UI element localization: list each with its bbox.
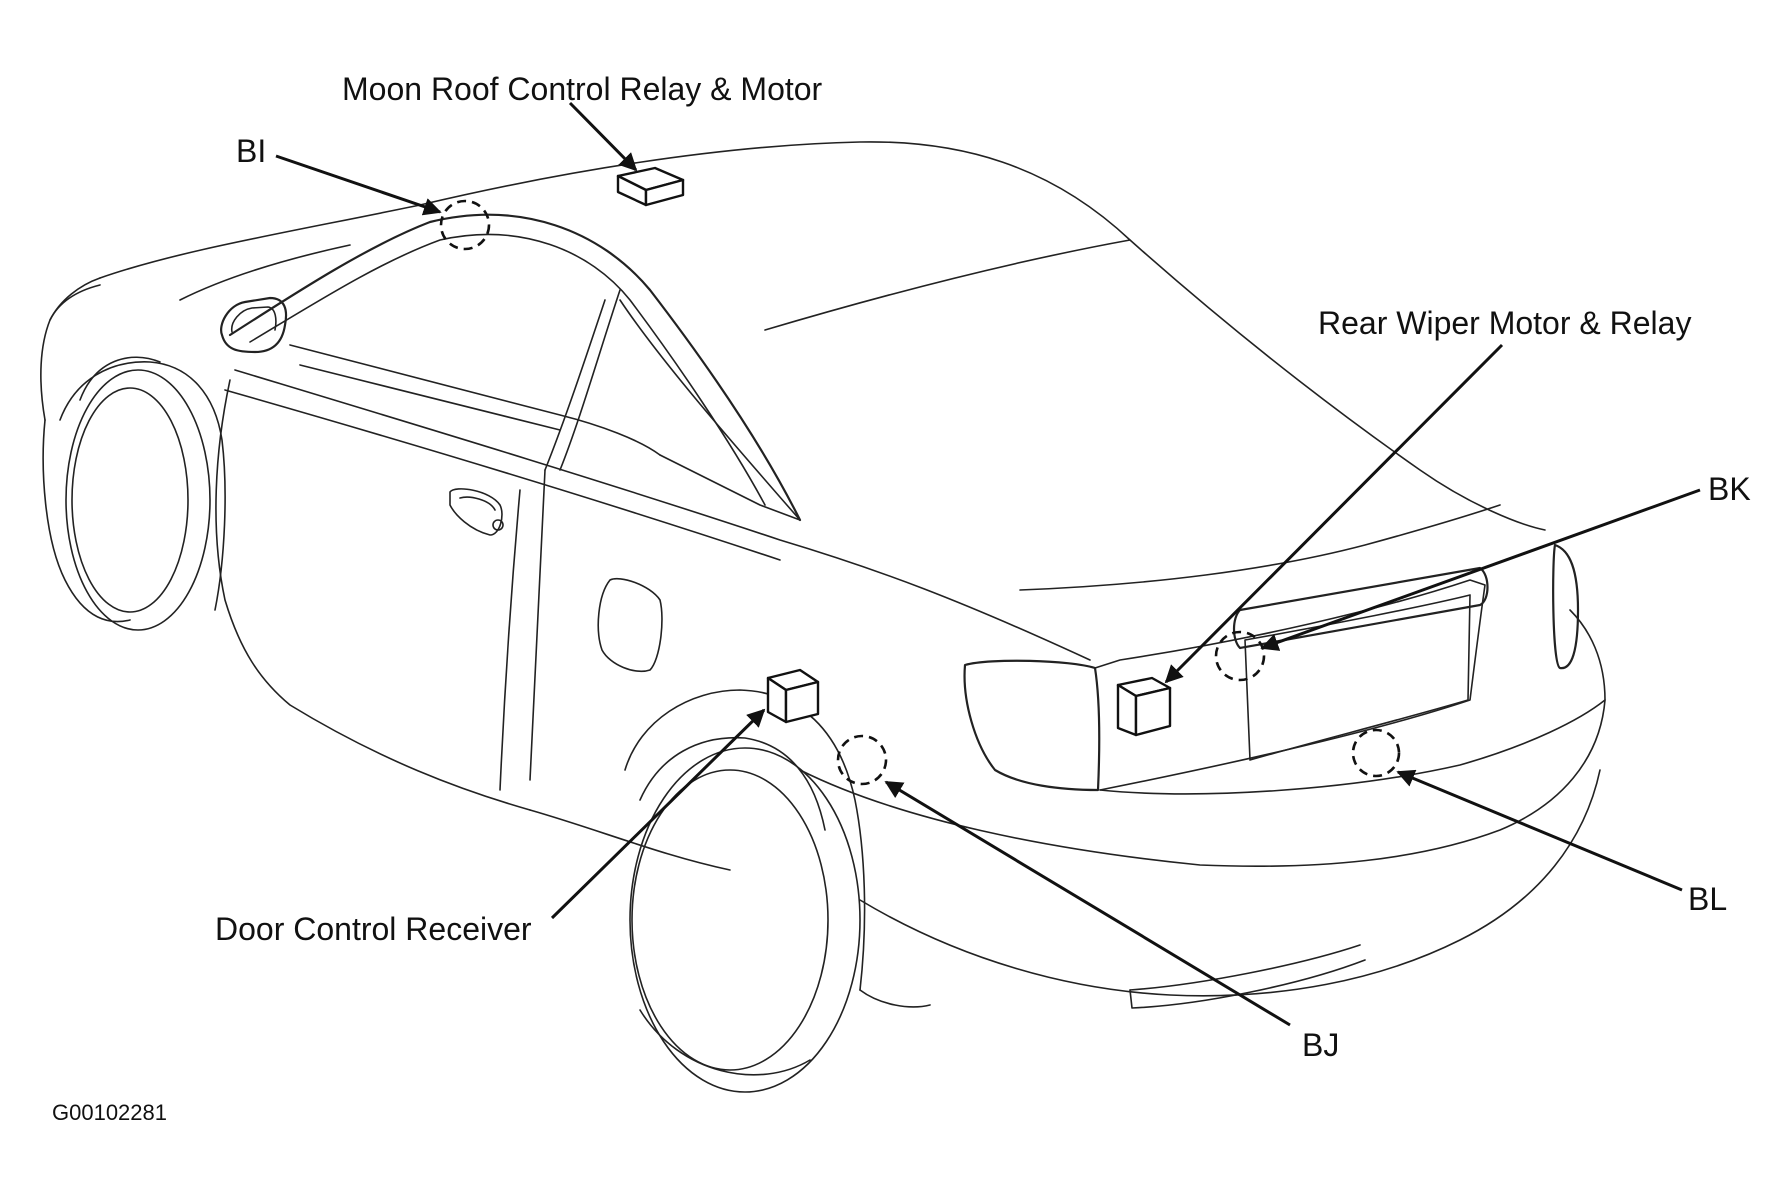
bl-leader [1396,769,1683,892]
label-rear-wiper: Rear Wiper Motor & Relay [1318,305,1691,341]
connector-bl-circle [1351,728,1401,778]
door-control-leader [550,708,766,920]
connector-bk-circle [1214,630,1266,682]
label-moon-roof: Moon Roof Control Relay & Motor [342,71,823,107]
label-bj: BJ [1302,1027,1339,1063]
label-bl: BL [1688,881,1727,917]
rear-wiper-relay-box [1116,676,1172,737]
moon-roof-relay-box [616,166,685,207]
label-door-control: Door Control Receiver [215,911,532,947]
connector-bi-circle [439,199,491,251]
moon-roof-leader [568,101,638,172]
car-outline [40,141,1606,1093]
bi-leader [275,154,442,216]
bj-leader [884,780,1291,1027]
rear-wiper-leader [1164,343,1504,684]
bk-leader [1260,488,1701,651]
connector-bj-circle [836,734,888,786]
label-bi: BI [236,133,266,169]
label-bk: BK [1708,471,1751,507]
figure-code: G00102281 [52,1100,167,1125]
door-control-receiver-box [766,668,820,724]
